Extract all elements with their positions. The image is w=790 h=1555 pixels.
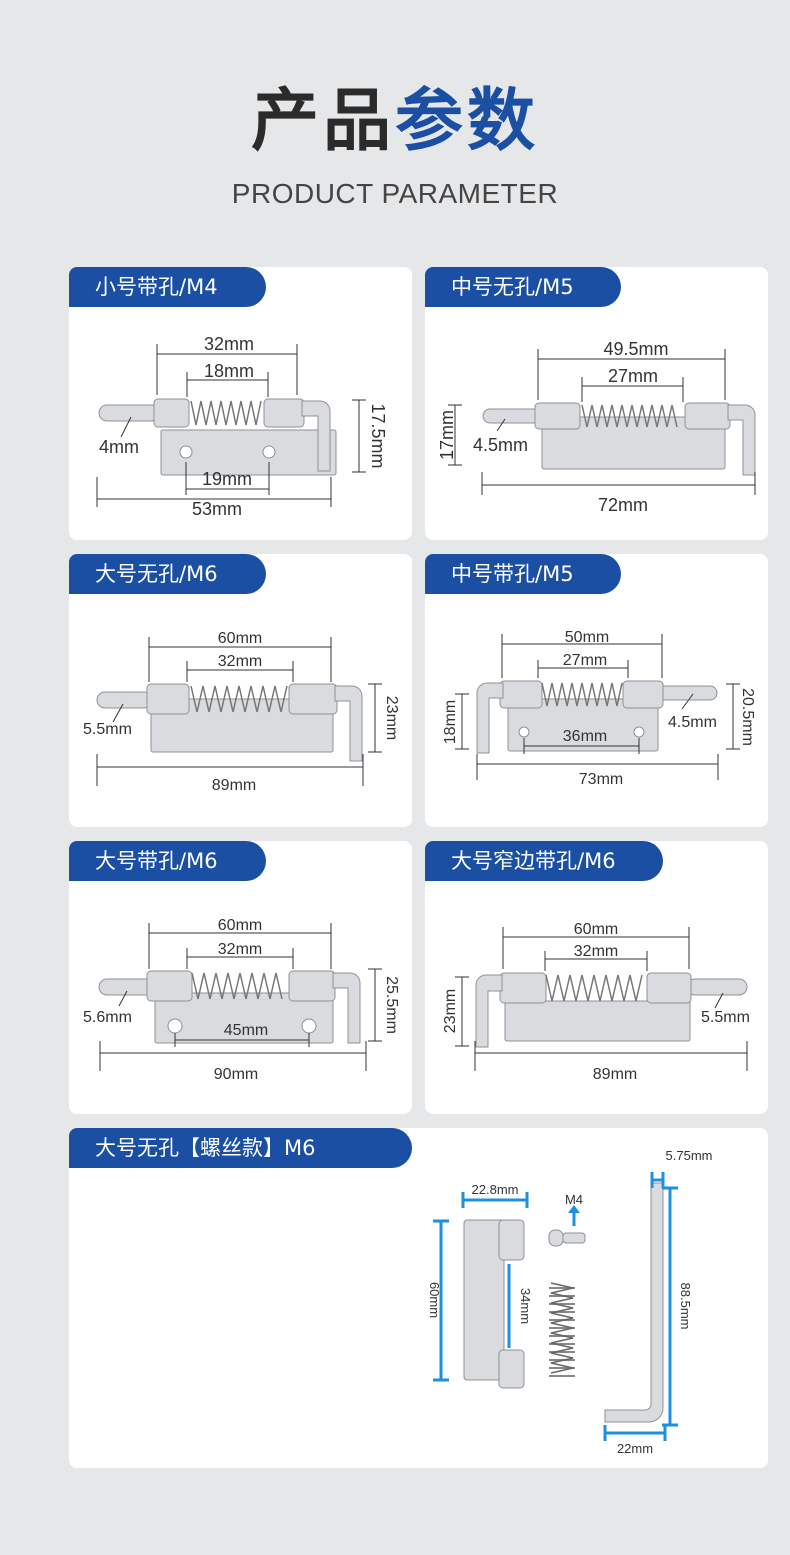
title-blue: 参数 — [395, 82, 540, 161]
dim-label: 23mm — [383, 696, 400, 740]
dim-label: 4.5mm — [473, 435, 528, 455]
dim-label: 32mm — [218, 653, 262, 670]
dim-label: 27mm — [608, 366, 658, 386]
card-title-tag: 大号无孔/M6 — [69, 554, 266, 594]
page-title: 产品参数 — [0, 88, 790, 156]
card-title-tag: 小号带孔/M4 — [69, 267, 266, 307]
title-dark: 产品 — [250, 82, 395, 161]
dim-label: 60mm — [427, 1282, 442, 1318]
dim-label: 89mm — [593, 1066, 637, 1083]
dim-label: 20.5mm — [739, 688, 756, 746]
dim-label: 34mm — [518, 1288, 533, 1324]
product-card-large-narrow-m6: 大号窄边带孔/M6 60mm 32mm 23mm 5.5mm 89mm — [425, 841, 768, 1114]
dim-label: 17mm — [437, 410, 457, 460]
product-card-medium-m5: 中号无孔/M5 49.5mm 27mm 17mm 4.5mm 72mm — [425, 267, 768, 540]
dim-label: 32mm — [574, 943, 618, 960]
dim-label: 36mm — [563, 728, 607, 745]
product-card-small-m4: 小号带孔/M4 32mm 18mm 17.5mm 4mm 19mm 53mm — [69, 267, 412, 540]
dim-label: 23mm — [442, 989, 459, 1033]
card-title-tag: 中号无孔/M5 — [425, 267, 621, 307]
dim-label: 4mm — [99, 437, 139, 457]
dim-label: 5.75mm — [666, 1148, 713, 1163]
dim-label: 5.6mm — [83, 1009, 132, 1026]
page-subtitle: PRODUCT PARAMETER — [231, 178, 559, 209]
dim-label: 32mm — [218, 941, 262, 958]
dim-label: 22.8mm — [472, 1182, 519, 1197]
dim-label: 32mm — [204, 334, 254, 354]
latch-diagram: 60mm 32mm 23mm 5.5mm 89mm — [83, 630, 400, 794]
product-card-large-m6-holes: 大号带孔/M6 60mm 32mm 25.5mm 5.6mm 45mm 90mm — [69, 841, 412, 1114]
dim-label: 60mm — [574, 921, 618, 938]
dim-label: 17.5mm — [368, 403, 388, 468]
latch-diagram: 60mm 32mm 25.5mm 5.6mm 45mm 90mm — [83, 917, 400, 1083]
dim-label: 27mm — [563, 652, 607, 669]
dim-label: 5.5mm — [83, 721, 132, 738]
dim-label: 18mm — [204, 361, 254, 381]
latch-diagram: 50mm 27mm 18mm 20.5mm 4.5mm 36mm 73mm — [442, 629, 756, 788]
dim-label: 45mm — [224, 1022, 268, 1039]
dim-label: 88.5mm — [678, 1283, 693, 1330]
product-card-screw-m6: 大号无孔【螺丝款】M6 22.8mm 60mm 34mm M4 5.75mm 8… — [69, 1128, 768, 1468]
latch-diagram: 60mm 32mm 23mm 5.5mm 89mm — [442, 921, 750, 1083]
latch-diagram: 49.5mm 27mm 17mm 4.5mm 72mm — [437, 339, 756, 515]
dim-label: 50mm — [565, 629, 609, 646]
dim-label: M4 — [565, 1192, 583, 1207]
product-card-medium-m5-holes: 中号带孔/M5 50mm 27mm 18mm 20.5mm 4.5mm 36mm… — [425, 554, 768, 827]
dim-label: 60mm — [218, 917, 262, 934]
dim-label: 22mm — [617, 1441, 653, 1456]
dim-label: 72mm — [598, 495, 648, 515]
latch-diagram: 32mm 18mm 17.5mm 4mm 19mm 53mm — [96, 334, 388, 519]
card-title-tag: 中号带孔/M5 — [425, 554, 621, 594]
dim-label: 90mm — [214, 1066, 258, 1083]
card-title-tag: 大号无孔【螺丝款】M6 — [69, 1128, 412, 1168]
dim-label: 53mm — [192, 499, 242, 519]
dim-label: 25.5mm — [383, 976, 400, 1034]
dim-label: 5.5mm — [701, 1009, 750, 1026]
dim-label: 49.5mm — [603, 339, 668, 359]
dim-label: 89mm — [212, 777, 256, 794]
dim-label: 60mm — [218, 630, 262, 647]
card-title-tag: 大号窄边带孔/M6 — [425, 841, 663, 881]
dim-label: 18mm — [442, 700, 459, 744]
dim-label: 19mm — [202, 469, 252, 489]
dim-label: 4.5mm — [668, 714, 717, 731]
product-card-large-m6: 大号无孔/M6 60mm 32mm 23mm 5.5mm 89mm — [69, 554, 412, 827]
card-title-tag: 大号带孔/M6 — [69, 841, 266, 881]
parts-diagram: 22.8mm 60mm 34mm M4 5.75mm 88.5mm 22mm — [427, 1148, 713, 1456]
dim-label: 73mm — [579, 771, 623, 788]
